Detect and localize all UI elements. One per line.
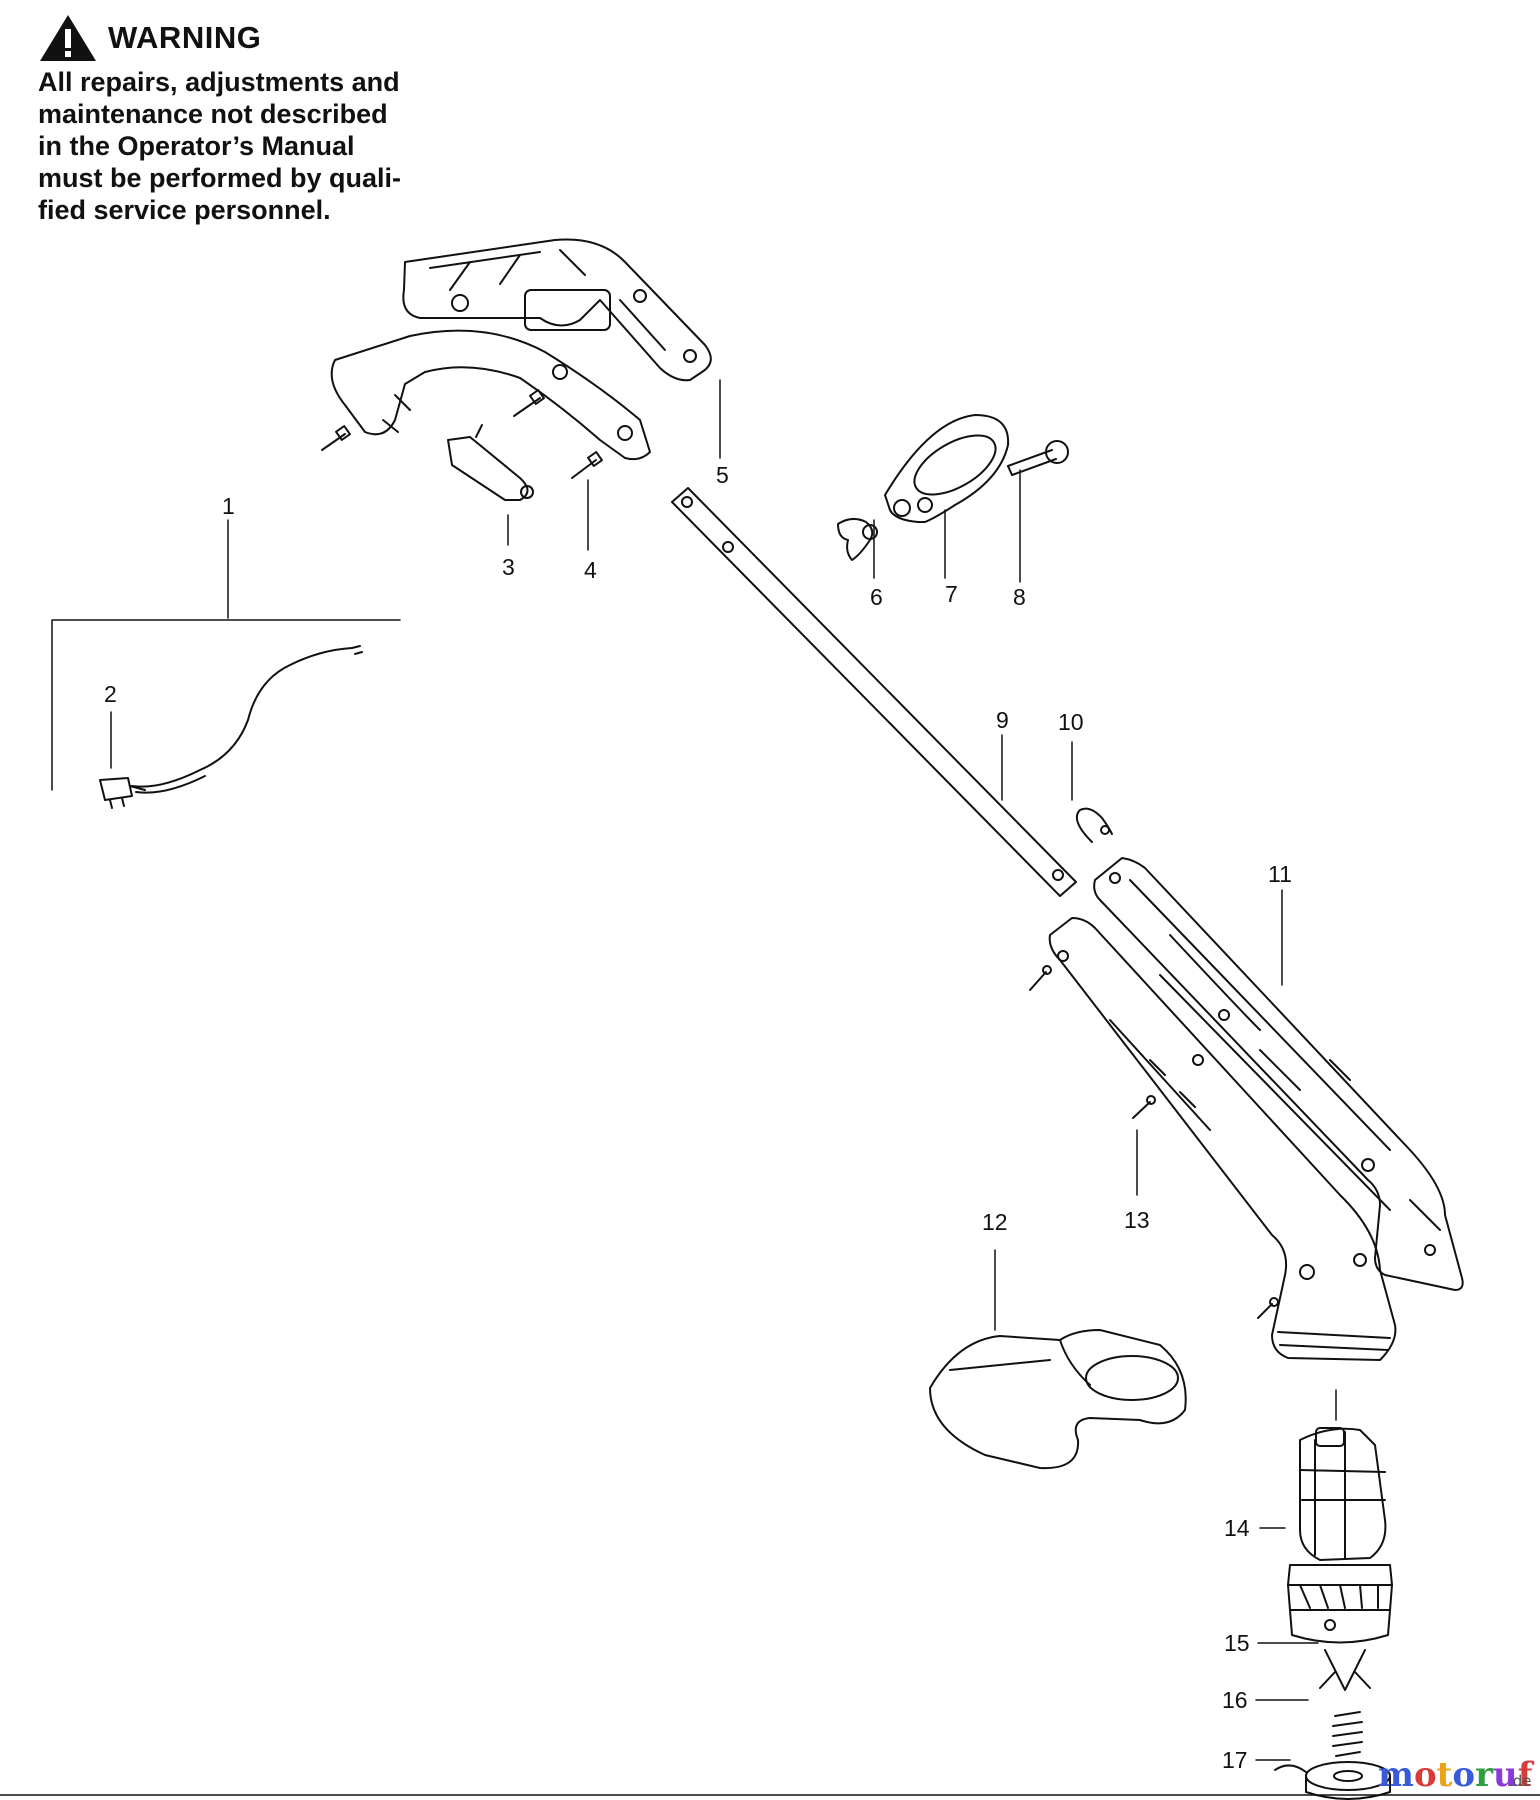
part-upper-handle-back — [402, 238, 712, 382]
warning-block: WARNING All repairs, adjustments and mai… — [38, 12, 428, 226]
part-spool — [1274, 1761, 1391, 1800]
callout-11: 11 — [1268, 861, 1292, 887]
warning-line: All repairs, adjustments and — [38, 67, 400, 97]
watermark-letter: t — [1437, 1755, 1453, 1795]
watermark-text: motoruf — [1378, 1755, 1535, 1795]
callout-1: 1 — [222, 493, 235, 519]
warning-triangle-icon — [40, 15, 96, 61]
watermark-letter: f — [1518, 1755, 1535, 1795]
part-auxiliary-handle — [884, 414, 1010, 523]
part-screw — [513, 389, 545, 417]
part-guard — [929, 1329, 1187, 1470]
callout-6: 6 — [870, 584, 883, 610]
callout-7: 7 — [945, 581, 958, 607]
part-clip — [1076, 807, 1113, 843]
leader-lines — [0, 379, 1540, 1796]
watermark-letter: m — [1378, 1755, 1414, 1795]
part-screw — [571, 451, 603, 479]
callout-15: 15 — [1224, 1630, 1250, 1656]
watermark-letter: u — [1493, 1755, 1518, 1795]
callout-14: 14 — [1224, 1515, 1250, 1541]
part-upper-handle-front — [330, 329, 651, 461]
watermark-suffix: .de — [1508, 1772, 1532, 1790]
callout-13: 13 — [1124, 1207, 1150, 1233]
watermark-letter: o — [1414, 1755, 1437, 1795]
callout-10: 10 — [1058, 709, 1084, 735]
warning-line: in the Operator’s Manual — [38, 131, 355, 161]
warning-line: maintenance not described — [38, 99, 388, 129]
part-screw — [321, 425, 351, 451]
warning-text: All repairs, adjustments and maintenance… — [38, 66, 428, 226]
part-trigger — [447, 424, 534, 501]
callout-9: 9 — [996, 707, 1009, 733]
callout-4: 4 — [584, 557, 597, 583]
callout-8: 8 — [1013, 584, 1026, 610]
leader-1 — [51, 519, 401, 791]
warning-title: WARNING — [108, 20, 262, 55]
watermark-letter: r — [1475, 1755, 1494, 1795]
callout-3: 3 — [502, 554, 515, 580]
part-lower-housing-front — [1048, 917, 1397, 1361]
warning-line: must be performed by quali- — [38, 163, 402, 193]
callout-labels: 1 2 3 4 5 6 7 8 9 10 11 12 13 14 15 16 1… — [104, 462, 1292, 1773]
warning-header: WARNING — [38, 12, 428, 64]
callout-5: 5 — [716, 462, 729, 488]
part-screw — [1029, 965, 1052, 991]
part-wing-nut — [837, 518, 878, 561]
part-shaft — [671, 487, 1077, 897]
part-lower-housing-back — [1093, 857, 1464, 1291]
part-power-cord — [99, 645, 363, 809]
callout-2: 2 — [104, 681, 117, 707]
warning-line: fied service personnel. — [38, 195, 331, 225]
callout-16: 16 — [1222, 1687, 1248, 1713]
part-spring — [1332, 1711, 1363, 1757]
part-bolt — [1007, 440, 1069, 476]
part-drive-hub — [1319, 1649, 1371, 1691]
watermark: motoruf .de — [1378, 1755, 1535, 1795]
callout-17: 17 — [1222, 1747, 1248, 1773]
part-screw — [1132, 1095, 1156, 1119]
part-screw — [1257, 1297, 1279, 1319]
watermark-letter: o — [1452, 1755, 1475, 1795]
part-motor — [1287, 1427, 1393, 1644]
callout-12: 12 — [982, 1209, 1008, 1235]
